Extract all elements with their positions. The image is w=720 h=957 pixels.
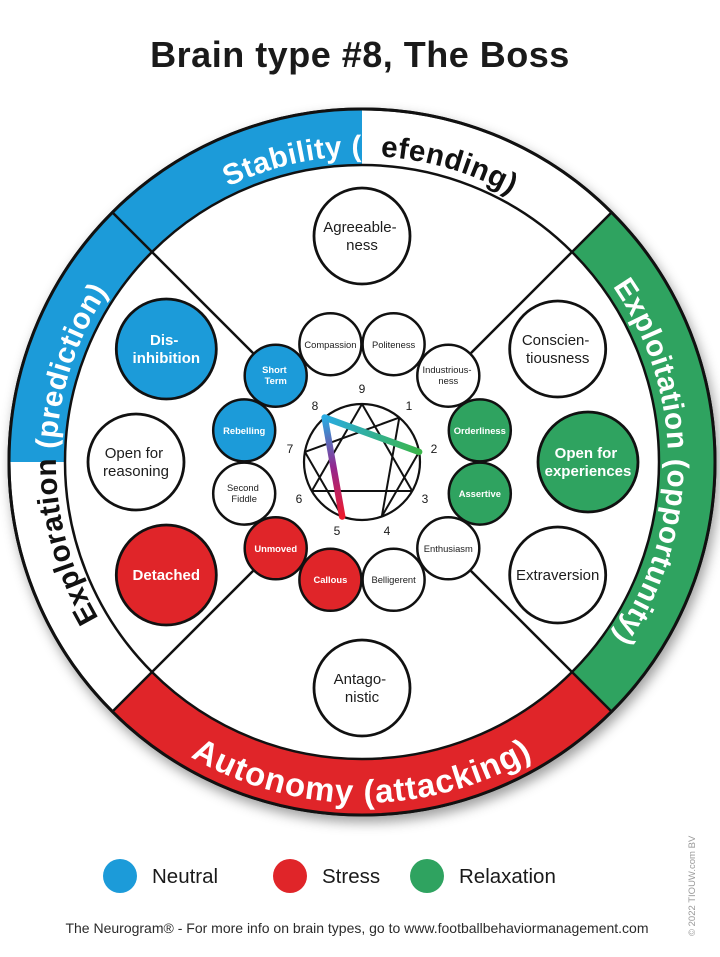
ring-divider-sw: [111, 671, 153, 713]
facet-circle-short-term: [243, 343, 308, 408]
trait-label-line: nistic: [345, 689, 380, 706]
footer-note: The Neurogram® - For more info on brain …: [65, 920, 648, 936]
legend-dot-neutral: [103, 859, 137, 893]
facet-label-belligerent: Belligerent: [371, 574, 416, 585]
trait-label-line: Open for: [105, 445, 163, 462]
facet-label-industriousness: Industrious- ness: [423, 364, 475, 386]
ring-divider-se: [571, 671, 613, 713]
facet-circle-unmoved: [243, 516, 308, 581]
trait-label-antagonistic: Antago- nistic: [334, 671, 391, 706]
enneagram-number-4: 4: [384, 524, 391, 538]
facet-label-second-fiddle: Second Fiddle: [227, 482, 261, 504]
enneagram-connection-8-2-relaxation: [321, 414, 423, 456]
facet-circle-politeness: [361, 311, 426, 377]
trait-circle-conscientiousness: [508, 299, 608, 399]
enneagram-line-5-7: [304, 451, 344, 518]
facet-label-enthusiasm: Enthusiasm: [424, 543, 473, 554]
ring-divider-ne: [571, 211, 613, 253]
trait-label-extraversion: Extraversion: [516, 567, 599, 584]
legend-label-stress: Stress: [322, 865, 380, 888]
ring-divider-nw: [111, 211, 153, 253]
enneagram-number-9: 9: [359, 382, 366, 396]
trait-label-line: reasoning: [103, 463, 169, 480]
enneagram-numbers: 9 1 2 3 4 5 6 7 8: [287, 382, 438, 538]
enneagram-number-2: 2: [431, 442, 438, 456]
trait-label-line: Conscien-: [522, 332, 590, 349]
legend: Neutral Stress Relaxation: [103, 859, 556, 893]
ring-segment-exploitation-green: [572, 212, 715, 712]
trait-label-line: Antago-: [334, 671, 387, 688]
inner-ring-border: [63, 163, 661, 761]
trait-circles: Agreeable- ness Conscien- tiousness Open…: [86, 186, 640, 738]
legend-label-relaxation: Relaxation: [459, 865, 556, 888]
trait-label-disinhibition: Dis- inhibition: [133, 332, 200, 367]
facet-circle-callous: [298, 547, 363, 613]
quadrant-divider-se: [470, 570, 573, 673]
facet-label-rebelling: Rebelling: [223, 425, 265, 436]
trait-label-line: Dis-: [150, 332, 178, 349]
enneagram: 9 1 2 3 4 5 6 7 8: [287, 382, 438, 538]
legend-dot-relaxation: [410, 859, 444, 893]
facet-label-short-term: Short Term: [262, 364, 289, 386]
ring-segment-neutral-blue: [9, 109, 362, 462]
facet-label-callous: Callous: [313, 574, 347, 585]
enneagram-line-4-2: [380, 451, 420, 518]
facet-circle-assertive: [447, 461, 513, 526]
enneagram-number-5: 5: [334, 524, 341, 538]
trait-label-line: Open for: [555, 445, 618, 462]
legend-label-neutral: Neutral: [152, 865, 218, 888]
quadrant-divider-sw: [151, 570, 254, 673]
facet-label-unmoved: Unmoved: [254, 543, 297, 554]
outer-ring-border: [7, 107, 717, 817]
trait-circle-antagonistic: [312, 638, 412, 738]
enneagram-line-1-4: [380, 417, 401, 517]
enneagram-line-7-1: [304, 416, 400, 453]
trait-circle-disinhibition: [114, 297, 218, 401]
trait-label-detached: Detached: [133, 567, 201, 584]
trait-circle-extraversion: [508, 525, 608, 625]
trait-circle-open-reasoning: [86, 412, 186, 512]
facet-label-line: Term: [265, 375, 287, 386]
enneagram-lines: [304, 403, 420, 518]
facet-label-orderliness: Orderliness: [454, 425, 506, 436]
trait-label-conscientiousness: Conscien- tiousness: [522, 332, 594, 367]
enneagram-number-8: 8: [312, 399, 319, 413]
enneagram-number-6: 6: [296, 492, 303, 506]
facet-circle-enthusiasm: [416, 516, 481, 581]
facet-circle-rebelling: [211, 398, 277, 463]
facet-circle-industriousness: [416, 343, 481, 408]
facet-label-line: Fiddle: [231, 493, 257, 504]
facet-label-assertive: Assertive: [459, 488, 501, 499]
enneagram-circle: [302, 402, 422, 522]
enneagram-number-3: 3: [422, 492, 429, 506]
facet-label-politeness: Politeness: [372, 339, 416, 350]
copyright-note: © 2022 TIOUW.com BV: [687, 835, 698, 936]
facet-circles: Compassion Politeness Industrious- ness …: [211, 311, 513, 613]
ring-segment-autonomy-red: [112, 672, 612, 815]
trait-circle-detached: [114, 523, 218, 627]
trait-circle-agreeableness: [312, 186, 412, 286]
page-title: Brain type #8, The Boss: [150, 34, 570, 75]
enneagram-connection-8-5-stress: [321, 414, 346, 520]
facet-label-line: ness: [438, 375, 458, 386]
trait-label-line: ness: [346, 237, 378, 254]
legend-dot-stress: [273, 859, 307, 893]
trait-label-line: inhibition: [133, 350, 200, 367]
trait-label-line: Agreeable-: [323, 219, 396, 236]
trait-label-line: experiences: [545, 463, 632, 480]
trait-label-open-reasoning: Open for reasoning: [103, 445, 169, 480]
facet-label-line: Short: [262, 364, 286, 375]
quadrant-divider-nw: [151, 251, 254, 354]
facet-label-line: Second: [227, 482, 259, 493]
trait-circle-open-experiences: [536, 410, 640, 514]
trait-label-agreeableness: Agreeable- ness: [323, 219, 401, 254]
trait-label-open-experiences: Open for experiences: [545, 445, 632, 480]
facet-label-line: Industrious-: [423, 364, 472, 375]
enneagram-number-7: 7: [287, 442, 294, 456]
enneagram-number-1: 1: [406, 399, 413, 413]
trait-label-line: tiousness: [526, 350, 589, 367]
quadrant-divider-ne: [470, 251, 573, 354]
facet-label-compassion: Compassion: [304, 339, 356, 350]
